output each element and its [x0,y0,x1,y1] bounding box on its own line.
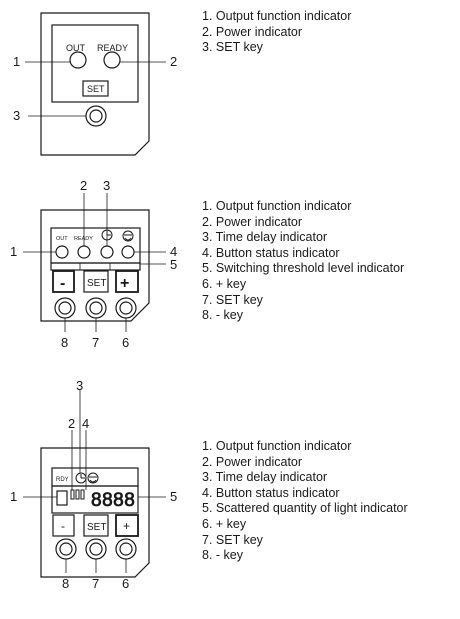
legend-item: 4. Button status indicator [202,485,340,500]
timer-icon [75,472,87,484]
plus-key-inner [119,301,133,315]
minus-label: - [61,519,65,533]
callout-3: 3 [103,178,110,193]
set-label: SET [87,278,106,289]
plus-key[interactable] [115,538,137,560]
minus-key-inner [59,542,73,556]
ready-indicator [103,51,121,69]
callout-1: 1 [13,54,20,69]
rdy-label: RDY [56,477,69,483]
legend-item: 4. Button status indicator [202,245,340,260]
legend-item: 7. SET key [202,532,263,547]
callout-6: 6 [122,576,129,591]
out-indicator [55,245,69,259]
callout-2: 2 [80,178,87,193]
legend-item: 1. Output function indicator [202,199,352,213]
set-key[interactable] [85,105,107,127]
callout-8: 8 [61,335,68,350]
callout-4: 4 [170,244,177,259]
plus-key-box[interactable] [115,270,139,293]
legend-item: 7. SET key [202,292,263,307]
minus-key-box[interactable] [52,514,75,537]
callout-2: 2 [68,416,75,431]
set-key[interactable] [85,297,107,319]
legend-item: 5. Scattered quantity of light indicator [202,501,408,516]
out-label: OUT [66,43,86,53]
callout-6: 6 [122,335,129,350]
button-status-indicator [121,245,135,259]
plus-label: + [120,275,129,292]
diagram-2-text: OUT READY - SET + 1 2 3 4 5 6 7 8 [10,178,177,350]
time-delay-indicator [100,245,114,259]
minus-key[interactable] [55,538,77,560]
ready-label: READY [74,236,93,242]
callout-5: 5 [170,489,177,504]
callout-8: 8 [62,576,69,591]
plus-key-inner [119,542,133,556]
bar-indicators [70,489,85,500]
set-key-inner [89,109,103,123]
set-label: SET [87,84,105,94]
lock-icon [87,472,99,484]
out-label: OUT [56,236,68,242]
device-housing [40,209,150,322]
legend-diagram-2: 1. Output function indicator 2. Power in… [202,199,404,324]
minus-key-inner [58,301,72,315]
ready-indicator [77,245,91,259]
set-key-inner [89,301,103,315]
diagram-2 [23,193,166,332]
output-indicator-square [56,490,68,506]
plus-key-box[interactable] [115,514,139,537]
legend-item: 2. Power indicator [202,214,303,229]
legend-item: 2. Power indicator [202,24,303,39]
legend-item: 6. + key [202,516,247,531]
diagram-1-text: OUT READY SET 1 2 3 [13,43,177,123]
device-housing [40,447,150,578]
callout-5: 5 [170,257,177,272]
plus-label: + [123,519,130,533]
set-key-inner [89,542,103,556]
callout-2: 2 [170,54,177,69]
device-housing [40,12,150,156]
callout-7: 7 [92,576,99,591]
legend-item: 6. + key [202,276,247,291]
display-panel [51,485,139,514]
callout-3: 3 [76,378,83,393]
legend-item: 5. Switching threshold level indicator [202,261,405,276]
lock-icon [122,230,134,242]
legend-item: 1. Output function indicator [202,9,352,23]
callout-3: 3 [13,108,20,123]
set-key-box[interactable] [83,514,109,537]
callout-4: 4 [82,416,89,431]
legend-item: 8. - key [202,308,243,323]
legend-item: 3. SET key [202,40,263,55]
diagram-3 [23,390,166,578]
indicator-panel [51,24,139,103]
seven-segment-display: 8888 [91,490,135,511]
set-label-box [82,80,109,97]
legend-item: 2. Power indicator [202,454,303,469]
legend-item: 8. - key [202,548,243,563]
set-key-box[interactable] [83,270,109,293]
plus-key[interactable] [115,297,137,319]
callout-7: 7 [92,335,99,350]
minus-label: - [60,275,65,292]
diagram-1 [25,12,166,156]
legend-diagram-3: 1. Output function indicator 2. Power in… [202,439,408,564]
out-indicator [69,51,87,69]
legend-item: 1. Output function indicator [202,439,352,453]
minus-key-box[interactable] [52,270,75,293]
legend-diagram-1: 1. Output function indicator 2. Power in… [202,9,351,56]
callout-1: 1 [10,489,17,504]
legend-item: 3. Time delay indicator [202,470,328,485]
set-label: SET [87,522,106,533]
ready-label: READY [97,43,128,53]
button-label-strip [50,262,141,271]
set-key[interactable] [85,538,107,560]
diagram-3-text: RDY 8888 - SET + 1 2 3 4 5 6 7 8 [10,378,177,591]
legend-item: 3. Time delay indicator [202,230,328,245]
minus-key[interactable] [54,297,76,319]
callout-1: 1 [10,244,17,259]
